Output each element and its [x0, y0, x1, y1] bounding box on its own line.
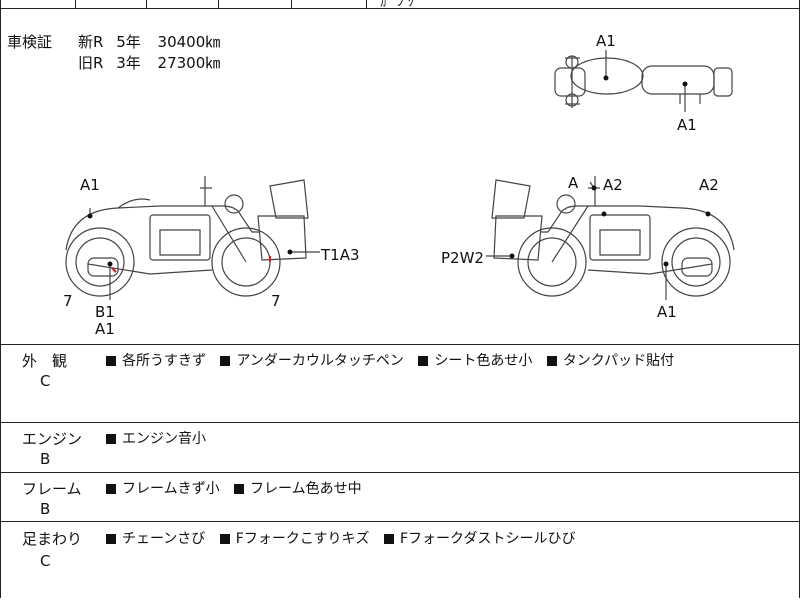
bullet-square-icon	[106, 484, 116, 494]
inspection-old-row: 旧R 3年 27300㎞	[78, 53, 220, 74]
mark-top-a1-upper: A1	[596, 32, 616, 50]
mark-left-t1a3: T1A3	[321, 246, 360, 264]
note-item: エンジン音小	[122, 431, 206, 447]
mark-dot	[509, 253, 515, 259]
section-divider	[0, 521, 800, 522]
section-notes: エンジン音小	[106, 428, 216, 448]
inspection-new-row: 新R 5年 30400㎞	[78, 32, 220, 53]
red-mark	[111, 267, 117, 273]
top-cell-divider	[366, 0, 367, 8]
top-view-motorcycle	[554, 50, 733, 112]
bullet-square-icon	[219, 534, 230, 544]
note-item: フレームきず小	[122, 481, 220, 497]
damage-diagram: A1 A1 A1 T1A3 7 7 B1 A1 A A2 A2 P2W2 A1	[0, 8, 800, 344]
mark-right-a2-seat: A2	[699, 176, 719, 194]
section-grade: C	[40, 372, 51, 390]
section-title: 外 観	[22, 352, 68, 370]
mark-left-a1-bottom: A1	[95, 320, 115, 338]
bullet-square-icon	[384, 534, 394, 544]
section-divider	[0, 422, 800, 423]
section-notes: フレームきず小 フレーム色あせ中	[106, 478, 372, 498]
section-divider	[0, 472, 800, 473]
bullet-square-icon	[106, 356, 116, 366]
section-grade: B	[40, 450, 51, 468]
section-title: フレーム	[22, 480, 82, 498]
mark-dot	[663, 261, 669, 267]
section-grade: B	[40, 500, 51, 518]
mark-dot	[682, 81, 688, 87]
mark-dot	[87, 213, 93, 219]
mark-dot	[287, 249, 293, 255]
inspection-old-km: 27300㎞	[157, 54, 221, 72]
note-item: チェーンさび	[122, 531, 206, 547]
section-notes: チェーンさび Fフォークこすりキズ Fフォークダストシールひび	[106, 528, 586, 548]
note-item: フレーム色あせ中	[250, 481, 362, 497]
mark-left-7-front: 7	[63, 292, 73, 310]
bullet-square-icon	[234, 484, 245, 494]
mark-left-7-rear: 7	[271, 292, 281, 310]
inspection-old-years: 3年	[116, 54, 141, 72]
top-cell-divider	[146, 0, 147, 8]
section-title: 足まわり	[22, 530, 83, 548]
top-cell-divider	[291, 0, 292, 8]
note-item: Fフォークダストシールひび	[400, 531, 576, 547]
mark-right-p2w2: P2W2	[441, 249, 484, 267]
bullet-square-icon	[106, 434, 116, 444]
mark-dot	[107, 261, 113, 267]
mark-top-a1-lower: A1	[677, 116, 697, 134]
mark-right-a: A	[568, 174, 579, 192]
top-strip: ｶﾞ ﾝ ｸﾞ	[0, 0, 800, 10]
note-item: シート色あせ小	[434, 353, 533, 369]
section-grade: C	[40, 552, 51, 570]
mark-left-b1: B1	[95, 303, 115, 321]
top-cell-divider	[218, 0, 219, 8]
inspection-new-km: 30400㎞	[157, 33, 221, 51]
section-divider	[0, 344, 800, 345]
mark-dot	[603, 75, 609, 81]
bullet-square-icon	[220, 356, 231, 366]
section-notes: 各所うすきず アンダーカウルタッチペン シート色あせ小 タンクパッド貼付	[106, 350, 684, 370]
note-item: タンクパッド貼付	[562, 353, 675, 369]
mark-dot	[591, 185, 597, 191]
bullet-square-icon	[546, 356, 557, 366]
note-item: 各所うすきず	[122, 353, 206, 369]
left-side-motorcycle	[65, 176, 320, 300]
inspection-old-kind: 旧R	[78, 54, 104, 72]
mark-dot	[601, 211, 607, 217]
section-title: エンジン	[22, 430, 83, 448]
inspection-new-kind: 新R	[78, 33, 104, 51]
mark-dot	[705, 211, 711, 217]
top-fragment-text: ｶﾞ ﾝ ｸﾞ	[380, 0, 421, 10]
bullet-square-icon	[418, 356, 429, 366]
note-item: アンダーカウルタッチペン	[236, 353, 404, 369]
note-item: Fフォークこすりキズ	[235, 531, 370, 547]
top-cell-divider	[75, 0, 76, 8]
inspection-label: 車検証	[7, 33, 53, 51]
inspection-new-years: 5年	[116, 33, 141, 51]
motorcycle-diagram	[65, 50, 735, 300]
right-side-motorcycle	[486, 176, 735, 300]
bullet-square-icon	[106, 534, 116, 544]
mark-left-a1: A1	[80, 176, 100, 194]
mark-right-a2-tank: A2	[603, 176, 623, 194]
mark-right-a1-bottom: A1	[657, 303, 677, 321]
